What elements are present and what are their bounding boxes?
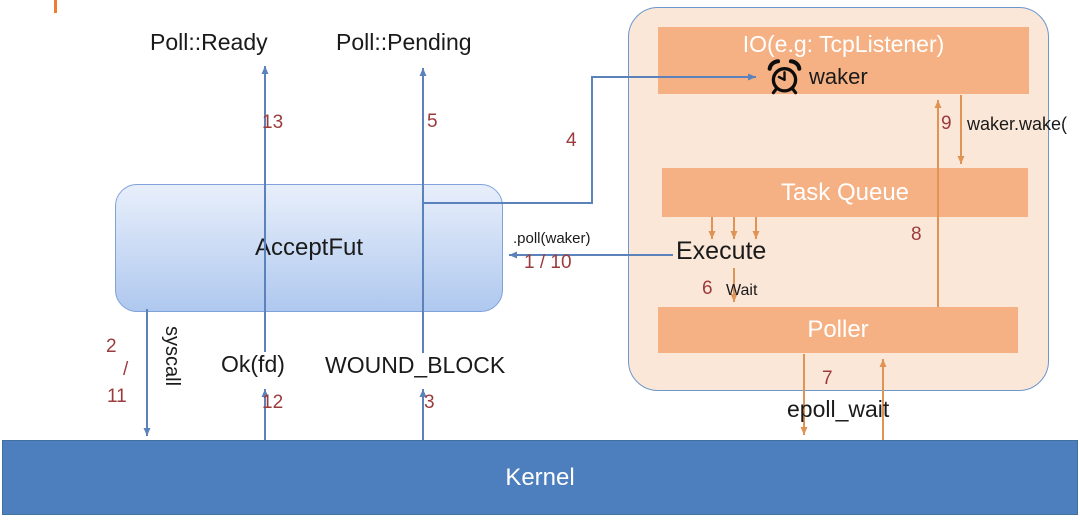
step-5: 5 (427, 111, 438, 132)
would-block-label: WOUND_BLOCK (325, 352, 506, 378)
poll-pending-label: Poll::Pending (336, 29, 472, 55)
wait-label: Wait (726, 282, 758, 299)
poller-node: Poller (658, 307, 1018, 353)
step-8: 8 (911, 224, 922, 245)
kernel-label: Kernel (505, 463, 575, 491)
step-11: 11 (107, 386, 127, 407)
waker-label: waker (809, 64, 868, 89)
step-12: 12 (262, 392, 284, 413)
step-9: 9 (941, 113, 952, 134)
acceptfut-label: AcceptFut (254, 234, 364, 261)
step-3: 3 (424, 392, 435, 413)
step-7: 7 (822, 368, 833, 389)
poll-ready-label: Poll::Ready (150, 29, 268, 55)
kernel-node: Kernel (2, 440, 1078, 515)
step-13: 13 (262, 112, 284, 133)
epoll-wait-label: epoll_wait (787, 396, 890, 422)
step-6: 6 (702, 278, 713, 299)
syscall-label: syscall (161, 326, 183, 387)
alarm-clock-icon (767, 59, 802, 95)
execute-label: Execute (676, 237, 767, 265)
task-queue-label: Task Queue (780, 178, 910, 206)
step-1-10: 1 / 10 (524, 252, 572, 273)
acceptfut-node: AcceptFut (115, 184, 503, 312)
step-2: 2 (106, 336, 117, 357)
ok-fd-label: Ok(fd) (221, 351, 285, 377)
orange-tick (54, 0, 57, 13)
step-slash: / (123, 359, 129, 380)
poll-waker-label: .poll(waker) (513, 230, 591, 247)
waker-wake-label: waker.wake( (967, 114, 1068, 134)
poller-label: Poller (807, 316, 869, 343)
waker-row: waker (766, 57, 868, 97)
io-node-label: IO(e.g: TcpListener) (742, 31, 945, 57)
task-queue-node: Task Queue (662, 168, 1028, 217)
step-4: 4 (566, 130, 577, 151)
